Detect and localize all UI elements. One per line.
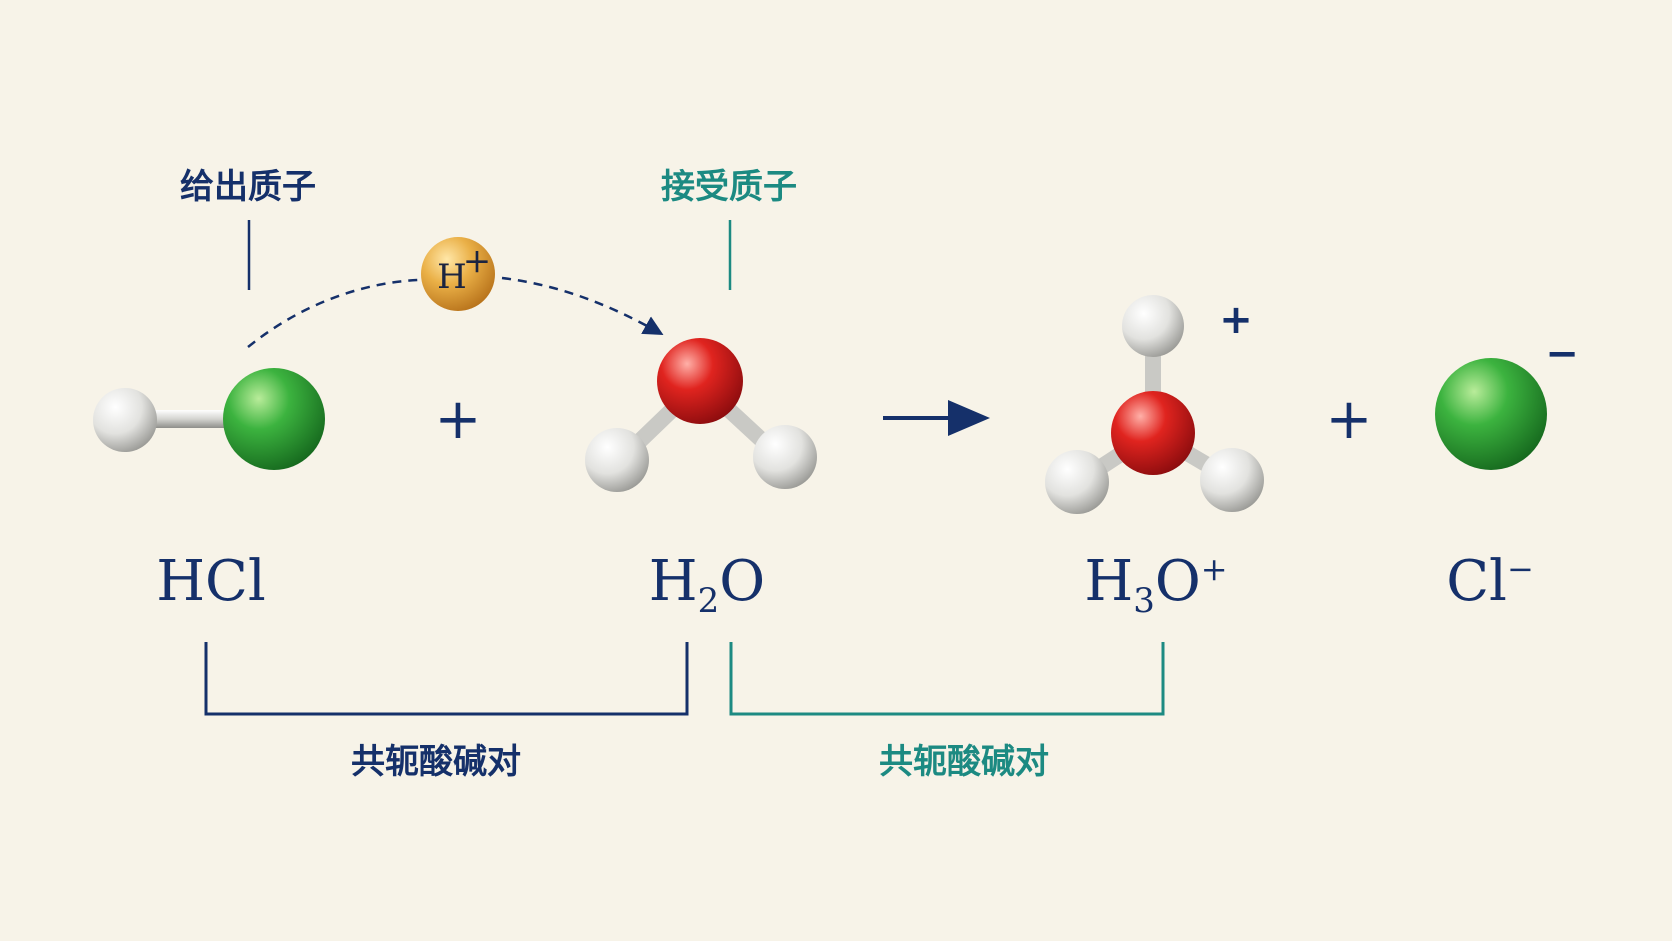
conjugate-pair-label-right: 共轭酸碱对: [879, 742, 1049, 782]
h2o-molecule: [585, 338, 817, 492]
formula-h2o: H2O: [649, 549, 765, 621]
hcl-molecule: [93, 368, 325, 470]
plus-operator-1: +: [435, 387, 482, 452]
proton-charge: +: [463, 241, 492, 281]
proton-transfer-arrow-head: [501, 276, 664, 335]
conjugate-pair-bracket-left: [204, 642, 689, 716]
reaction-arrow: [883, 400, 990, 436]
chloride-ion: [1435, 358, 1547, 470]
h3o-molecule: [1045, 295, 1264, 514]
cl-charge-mark: −: [1545, 331, 1579, 377]
accept-proton-label: 接受质子: [661, 167, 797, 207]
donate-proton-label: 给出质子: [180, 167, 316, 207]
proton-sphere: H +: [421, 237, 495, 311]
formula-cl: Cl−: [1446, 549, 1534, 614]
conjugate-pair-label-left: 共轭酸碱对: [351, 742, 521, 782]
h3o-charge-mark: +: [1219, 297, 1253, 343]
plus-operator-2: +: [1326, 387, 1373, 452]
proton-transfer-arrow: [247, 278, 419, 348]
formula-hcl: HCl: [156, 549, 266, 614]
formula-h3o: H3O+: [1084, 549, 1227, 621]
conjugate-pair-bracket-right: [729, 642, 1165, 716]
proton-symbol: H: [437, 257, 467, 297]
